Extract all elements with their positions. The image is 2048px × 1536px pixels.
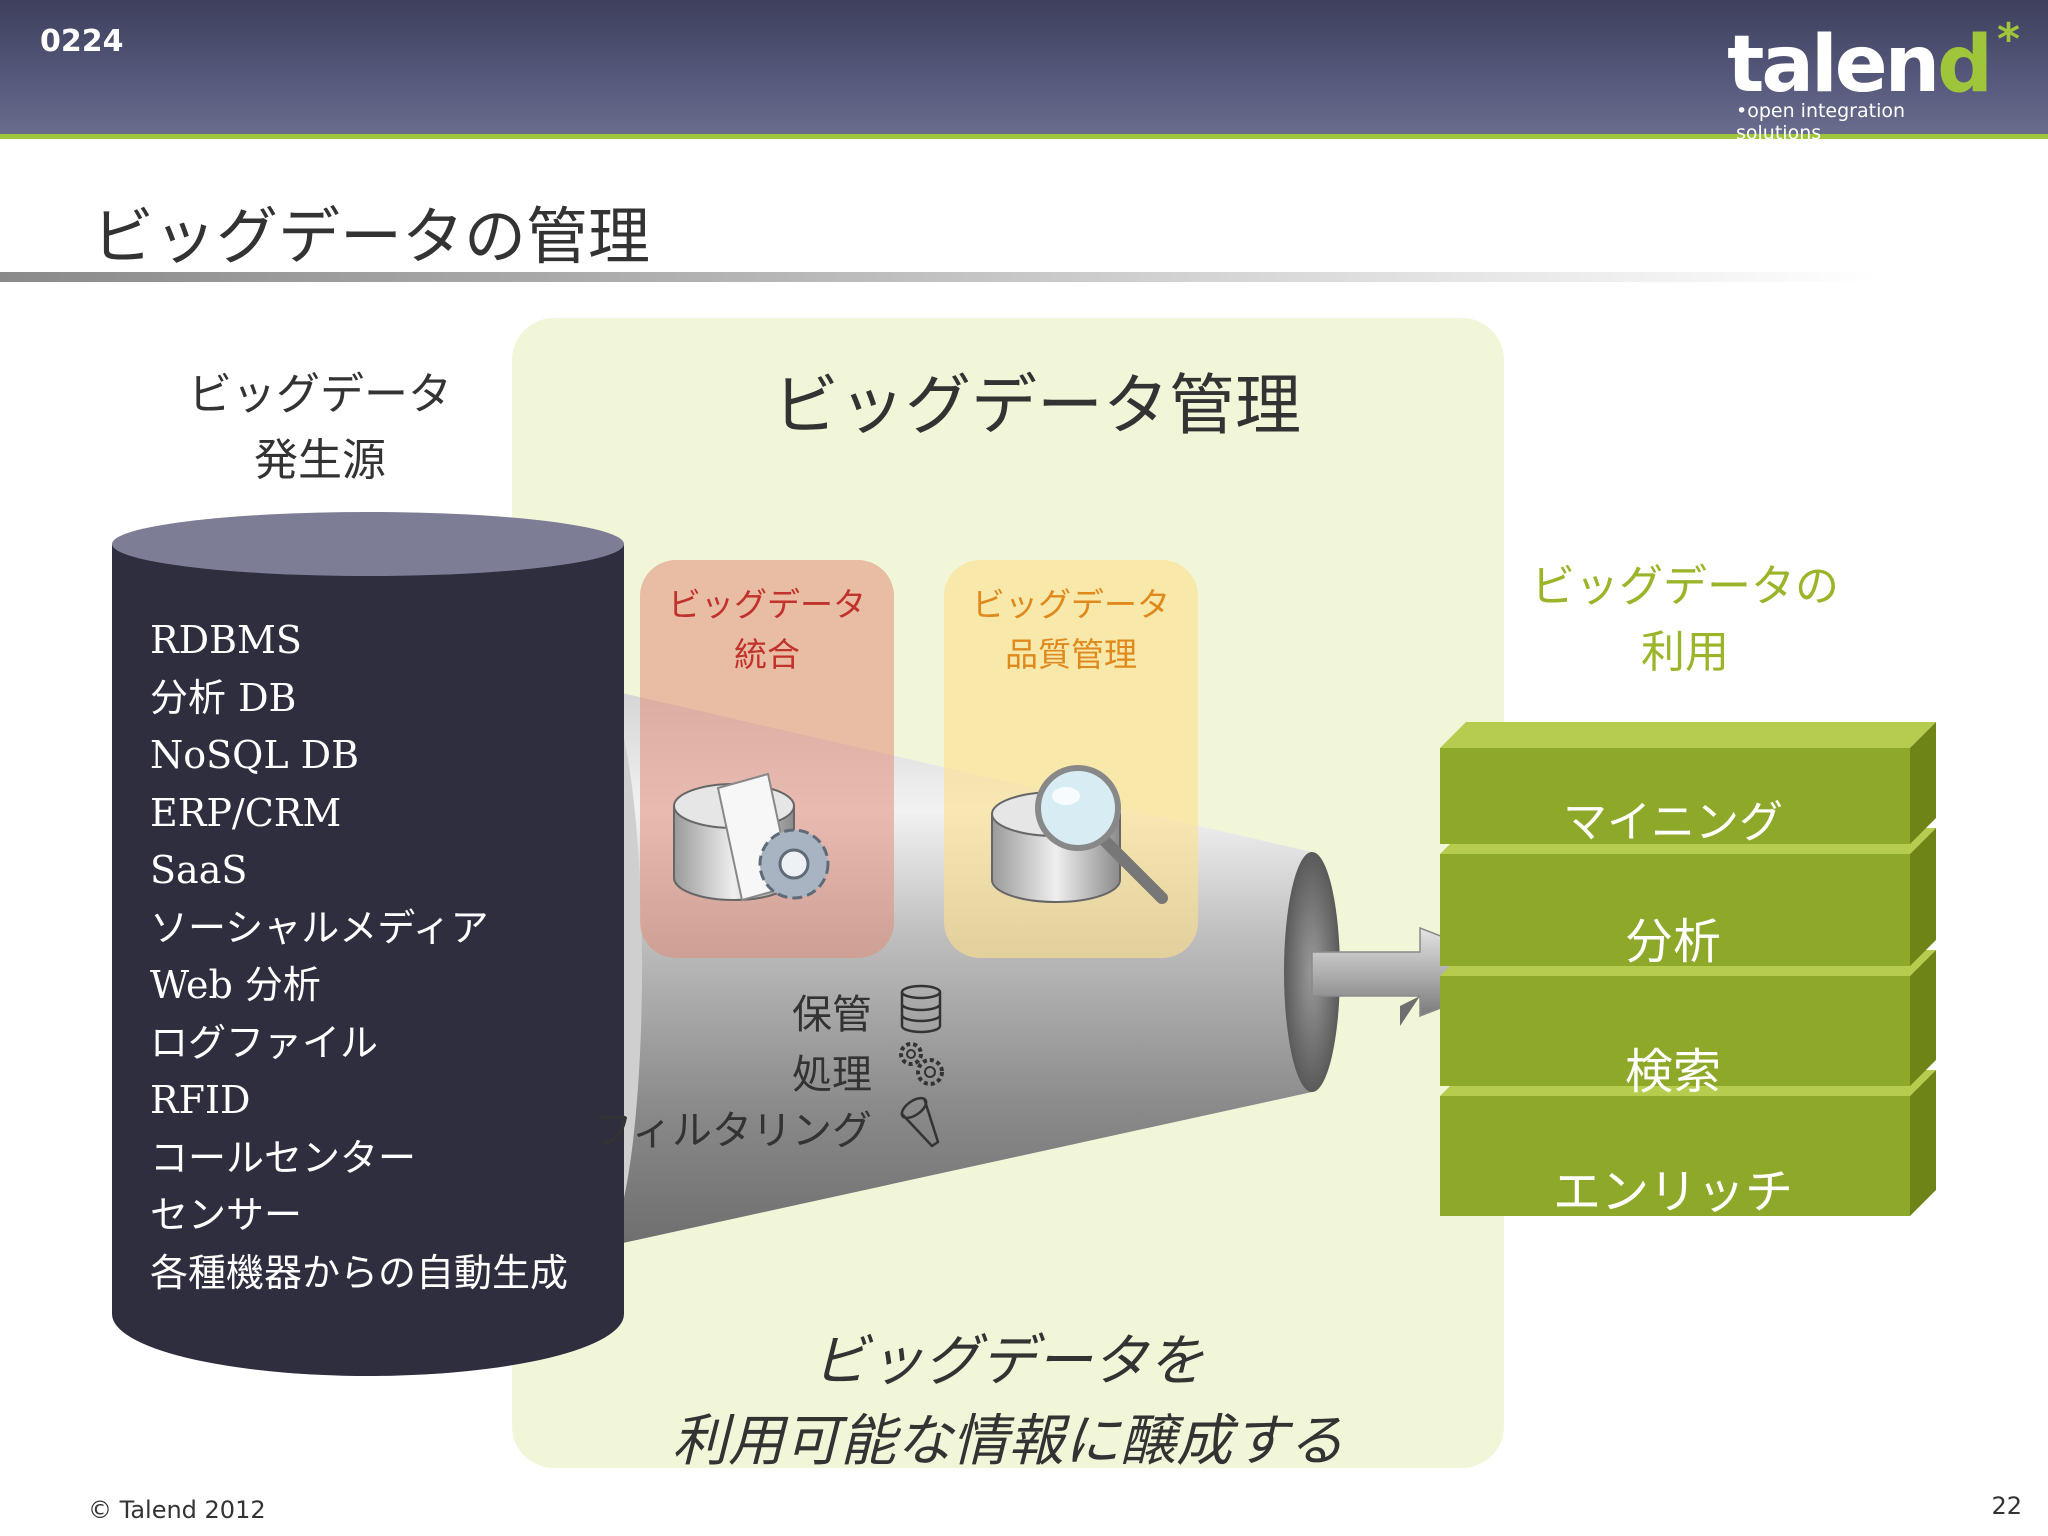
database-icon bbox=[900, 984, 942, 1034]
page-title: ビッグデータの管理 bbox=[92, 200, 651, 273]
list-item: ソーシャルメディア bbox=[150, 905, 489, 950]
magnifier-icon bbox=[991, 765, 1168, 904]
usage-title: ビッグデータの 利用 bbox=[1531, 561, 1839, 678]
page-number: 22 bbox=[1991, 1492, 2022, 1520]
list-item: センサー bbox=[150, 1193, 303, 1237]
source-title: ビッグデータ 発生源 bbox=[188, 369, 452, 486]
layer-analysis: 分析 bbox=[1624, 914, 1721, 970]
list-item: コールセンター bbox=[150, 1135, 417, 1180]
logo-star: * bbox=[1996, 14, 2020, 65]
copyright: © Talend 2012 bbox=[88, 1496, 266, 1524]
layer-search: 検索 bbox=[1624, 1044, 1721, 1100]
gear-document-icon bbox=[673, 772, 830, 902]
funnel-icon bbox=[900, 1096, 940, 1148]
list-item: Web 分析 bbox=[150, 963, 321, 1007]
quality-label: ビッグデータ 品質管理 bbox=[972, 585, 1170, 674]
logo-tagline: •open integration solutions bbox=[1736, 100, 1906, 144]
list-item: 各種機器からの自動生成 bbox=[150, 1250, 569, 1295]
slide-code: 0224 bbox=[40, 24, 124, 59]
talend-logo: talend * •open integration solutions bbox=[1727, 14, 2026, 144]
usage-stack bbox=[1440, 722, 1936, 1216]
logo-wordmark: talend bbox=[1727, 20, 1993, 110]
title-rule bbox=[0, 272, 1880, 282]
list-item: 分析 DB bbox=[150, 675, 297, 720]
process-filtering: フィルタリング bbox=[592, 1108, 872, 1154]
list-item: NoSQL DB bbox=[150, 733, 360, 777]
integration-label: ビッグデータ 統合 bbox=[668, 585, 866, 674]
management-title: ビッグデータ管理 bbox=[773, 367, 1301, 444]
layer-mining: マイニング bbox=[1563, 797, 1783, 848]
layer-enrich: エンリッチ bbox=[1552, 1164, 1793, 1220]
list-item: SaaS bbox=[150, 848, 248, 892]
list-item: ERP/CRM bbox=[150, 790, 342, 835]
list-item: RFID bbox=[150, 1078, 251, 1122]
message-line2: 利用可能な情報に醸成する bbox=[672, 1409, 1344, 1474]
source-cylinder bbox=[112, 512, 624, 1376]
process-processing: 処理 bbox=[792, 1052, 872, 1098]
source-list: RDBMS 分析 DB NoSQL DB ERP/CRM SaaS ソーシャルメ… bbox=[150, 612, 620, 1302]
list-item: RDBMS bbox=[150, 618, 302, 662]
process-storage: 保管 bbox=[792, 992, 872, 1038]
header-bar: 0224 talend * •open integration solution… bbox=[0, 0, 2048, 144]
message-line1: ビッグデータを bbox=[812, 1329, 1204, 1394]
list-item: ログファイル bbox=[150, 1020, 379, 1065]
gears-icon bbox=[899, 1042, 944, 1086]
